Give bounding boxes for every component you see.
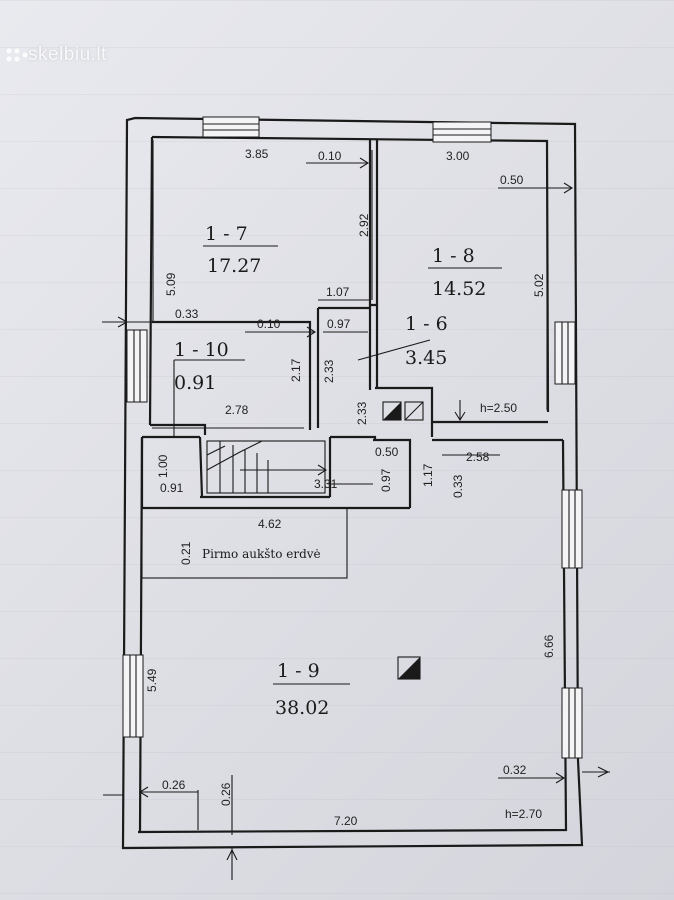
dim-6-66: 6.66 (542, 634, 556, 658)
dim-0-32: 0.32 (503, 763, 527, 777)
room-1-6-id: 1 - 6 (405, 313, 448, 335)
outer-walls (121, 116, 584, 850)
room-1-6-area: 3.45 (405, 347, 447, 369)
dim-2-58: 2.58 (466, 450, 490, 464)
room-1-9-id: 1 - 9 (277, 660, 320, 682)
dimension-values: 3.85 0.10 3.00 0.50 2.92 5.09 5.02 1.07 … (145, 147, 556, 828)
dim-2-92: 2.92 (357, 213, 371, 237)
dim-0-21: 0.21 (179, 541, 193, 565)
height-label-2: h=2.70 (505, 807, 542, 821)
second-floor-space-box (141, 507, 348, 579)
interior-walls (140, 139, 563, 510)
dim-3-85: 3.85 (245, 147, 269, 161)
windows (122, 116, 583, 759)
watermark: skelbiu.lt (28, 44, 107, 65)
stairs (206, 440, 328, 494)
dim-0-50-top: 0.50 (500, 173, 524, 187)
dim-2-17: 2.17 (289, 358, 303, 382)
room-labels: 1 - 7 17.27 1 - 8 14.52 1 - 10 0.91 1 - … (174, 223, 542, 821)
room-1-9-area: 38.02 (275, 697, 329, 719)
dim-1-00: 1.00 (156, 454, 170, 478)
dim-1-07: 1.07 (326, 285, 350, 299)
dim-0-33-left: 0.33 (175, 307, 199, 321)
dim-4-62: 4.62 (258, 517, 282, 531)
room-1-7-id: 1 - 7 (205, 223, 248, 245)
ventilation-shafts (382, 401, 424, 680)
dim-0-97-bottom: 0.97 (379, 468, 393, 492)
dim-7-20: 7.20 (334, 814, 358, 828)
dim-3-31: 3.31 (314, 477, 338, 491)
dim-0-26-bottom: 0.26 (219, 782, 233, 806)
second-floor-label: Pirmo aukšto erdvė (202, 547, 321, 561)
room-1-8-area: 14.52 (432, 278, 486, 300)
dim-0-10-mid: 0.10 (257, 317, 281, 331)
dimension-lines (102, 140, 610, 880)
height-label-1: h=2.50 (480, 401, 517, 415)
dim-0-10-top: 0.10 (318, 149, 342, 163)
room-1-10-id: 1 - 10 (174, 339, 229, 361)
dim-0-50-mid: 0.50 (375, 445, 399, 459)
dim-2-78: 2.78 (225, 403, 249, 417)
dim-0-26-left: 0.26 (162, 778, 186, 792)
dim-2-33-b: 2.33 (355, 401, 369, 425)
dim-1-17: 1.17 (421, 463, 435, 487)
dim-5-02: 5.02 (532, 273, 546, 297)
dim-0-33-right: 0.33 (451, 474, 465, 498)
room-1-8-id: 1 - 8 (432, 245, 475, 267)
dim-5-49: 5.49 (145, 668, 159, 692)
dim-0-97-top: 0.97 (327, 317, 351, 331)
watermark-logo-icon (6, 48, 28, 62)
dim-0-91: 0.91 (160, 481, 184, 495)
room-1-7-area: 17.27 (207, 255, 261, 277)
dim-5-09: 5.09 (164, 272, 178, 296)
dim-2-33-a: 2.33 (322, 359, 336, 383)
room-1-10-area: 0.91 (174, 372, 216, 394)
dim-3-00: 3.00 (446, 149, 470, 163)
